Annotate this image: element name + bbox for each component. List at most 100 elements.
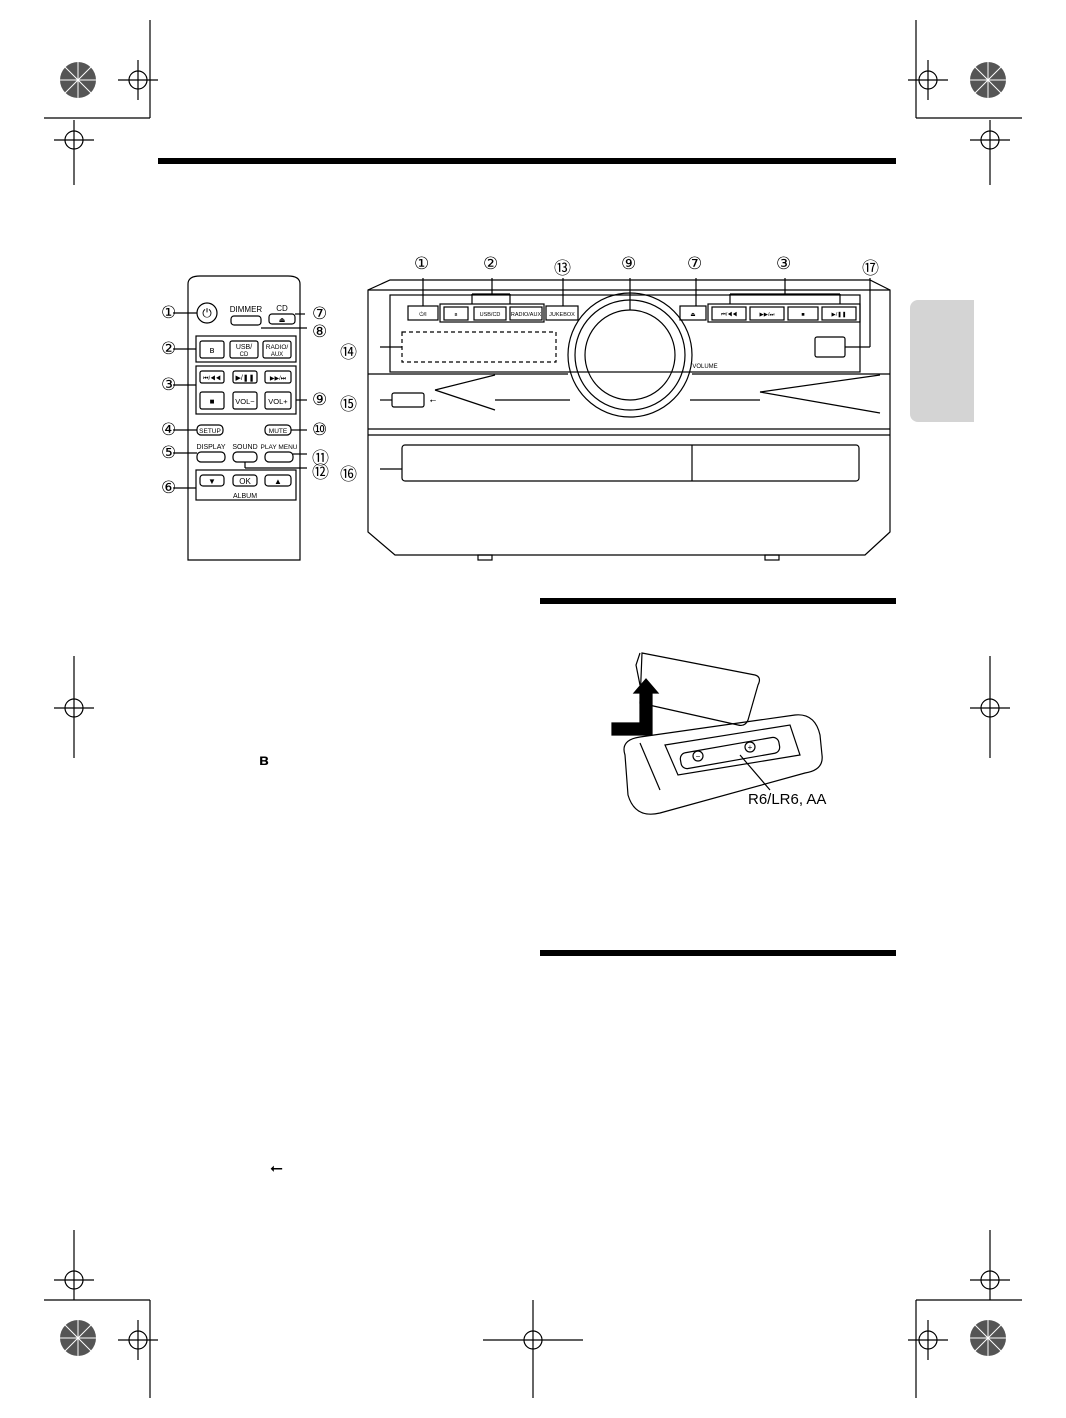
- svg-text:SOUND: SOUND: [232, 444, 257, 451]
- cd-eject-button: [268, 313, 296, 325]
- unit-callout-14: ⑭: [340, 343, 357, 362]
- callout-3: ③: [161, 375, 177, 394]
- ok-button: [232, 474, 258, 487]
- album-up-button: [264, 474, 292, 487]
- svg-text:VOLUME: VOLUME: [692, 364, 717, 370]
- unit-callout-7: ⑦: [687, 254, 703, 273]
- battery-section-rule: [540, 598, 896, 604]
- main-unit-diagram: ⏻/I ʙ USB/CD RADIO/AUX JUKEBOX ⏏ ⏮/◀◀ ▶▶…: [367, 278, 891, 561]
- unit-bluetooth-button: [443, 306, 469, 321]
- callout-1: ①: [161, 303, 177, 322]
- svg-text:ALBUM: ALBUM: [233, 493, 257, 500]
- svg-text:▶▶/⏭: ▶▶/⏭: [270, 376, 287, 382]
- stop-button: [199, 391, 225, 410]
- usb-cd-button: [229, 340, 259, 359]
- skip-back-button: [199, 370, 225, 384]
- callout-10: ⑩: [312, 420, 328, 439]
- svg-text:■: ■: [801, 312, 804, 318]
- usb-icon: ⭠: [430, 396, 437, 405]
- svg-text:SETUP: SETUP: [199, 428, 221, 435]
- dimmer-button: [230, 315, 262, 326]
- svg-text:DISPLAY: DISPLAY: [196, 444, 225, 451]
- svg-text:▶▶/⏭: ▶▶/⏭: [760, 312, 775, 318]
- unit-callout-17: ⑰: [862, 259, 879, 278]
- unit-eject-button: [679, 305, 707, 321]
- callout-5: ⑤: [161, 443, 177, 462]
- unit-callout-13: ⑬: [554, 259, 571, 278]
- svg-text:⏮/◀◀: ⏮/◀◀: [721, 311, 737, 318]
- usb-icon: ⭠: [270, 1160, 283, 1177]
- dimmer-label: DIMMER: [230, 305, 263, 314]
- display-button: [196, 451, 226, 463]
- display-panel: [401, 331, 557, 363]
- lower-section-rule: [540, 950, 896, 956]
- svg-text:VOL−: VOL−: [235, 397, 255, 406]
- callout-7: ⑦: [312, 304, 328, 323]
- battery: [679, 736, 781, 770]
- svg-text:⏏: ⏏: [690, 312, 696, 318]
- unit-usb-cd-button: [473, 306, 507, 321]
- usb-port: [391, 392, 425, 408]
- unit-play-pause-button: [821, 306, 857, 321]
- bluetooth-icon: ʙ: [210, 345, 215, 355]
- svg-text:USB/: USB/: [236, 344, 252, 351]
- header-rule: [158, 158, 896, 164]
- album-down-button: [199, 474, 225, 487]
- cd-label: CD: [276, 304, 288, 313]
- svg-text:PLAY MENU: PLAY MENU: [261, 444, 298, 451]
- svg-text:OK: OK: [239, 477, 251, 486]
- unit-callout-15: ⑮: [340, 395, 357, 414]
- unit-callout-2: ②: [483, 254, 499, 273]
- svg-text:MUTE: MUTE: [269, 428, 288, 435]
- unit-callout-16: ⑯: [340, 465, 357, 484]
- play-pause-button: [232, 370, 258, 384]
- unit-stop-button: [787, 306, 819, 321]
- unit-bluetooth-icon: ʙ: [455, 312, 458, 318]
- svg-text:⏏: ⏏: [279, 317, 286, 324]
- unit-callout-9: ⑨: [621, 254, 637, 273]
- volume-knob: [567, 292, 693, 418]
- remote-sensor: [814, 336, 846, 358]
- svg-text:⏮/◀◀: ⏮/◀◀: [203, 375, 221, 382]
- battery-diagram: − +: [611, 652, 823, 815]
- callout-6: ⑥: [161, 478, 177, 497]
- svg-text:▲: ▲: [274, 477, 282, 486]
- bluetooth-icon: ʙ: [259, 752, 269, 769]
- callout-2: ②: [161, 339, 177, 358]
- vol-minus-button: [232, 391, 258, 410]
- unit-callout-3: ③: [776, 254, 792, 273]
- callout-12: ⑫: [312, 463, 329, 482]
- svg-text:RADIO/: RADIO/: [266, 344, 289, 351]
- remote-control-diagram: ⏻ DIMMER CD ⏏ ʙ USB/ CD RADIO/ AUX ⏮/◀◀ …: [173, 275, 307, 561]
- svg-text:VOL+: VOL+: [268, 397, 288, 406]
- svg-text:▶/❚❚: ▶/❚❚: [235, 374, 254, 382]
- radio-aux-button: [262, 340, 292, 359]
- callout-9: ⑨: [312, 390, 328, 409]
- svg-text:⏻/I: ⏻/I: [419, 311, 427, 318]
- unit-callout-1: ①: [414, 254, 430, 273]
- sound-button: [232, 451, 258, 463]
- svg-text:+: +: [748, 743, 753, 752]
- play-menu-button: [264, 451, 294, 463]
- unit-radio-aux-button: [509, 306, 543, 321]
- callout-8: ⑧: [312, 322, 328, 341]
- bluetooth-button: [199, 340, 225, 359]
- skip-forward-button: [264, 370, 292, 384]
- svg-text:■: ■: [210, 397, 215, 406]
- svg-text:RADIO/AUX: RADIO/AUX: [511, 312, 542, 318]
- unit-skip-forward-button: [749, 306, 785, 321]
- unit-skip-back-button: [711, 306, 747, 321]
- disc-tray: [401, 444, 860, 482]
- unit-jukebox-button: [545, 305, 579, 321]
- svg-text:CD: CD: [240, 352, 249, 358]
- svg-text:▼: ▼: [208, 477, 216, 486]
- svg-text:JUKEBOX: JUKEBOX: [549, 312, 575, 318]
- svg-text:▶/❚❚: ▶/❚❚: [832, 311, 847, 318]
- svg-text:⏻: ⏻: [202, 306, 212, 320]
- svg-text:USB/CD: USB/CD: [480, 312, 501, 318]
- svg-text:AUX: AUX: [271, 352, 283, 358]
- vol-plus-button: [264, 391, 292, 410]
- callout-4: ④: [161, 420, 177, 439]
- svg-text:−: −: [696, 752, 701, 761]
